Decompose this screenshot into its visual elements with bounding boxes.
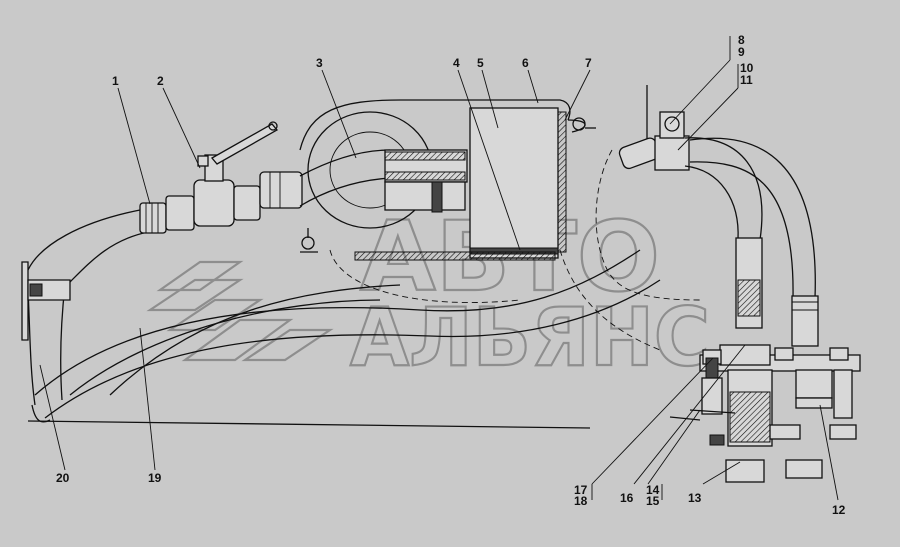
callout-9: 9 <box>738 45 745 59</box>
floor-line <box>27 420 591 429</box>
part-20-pipe <box>21 261 71 406</box>
callout-12: 12 <box>832 503 846 517</box>
leader-lines <box>39 36 839 501</box>
callout-15: 15 <box>646 494 660 508</box>
part-1-hose-coupling <box>27 202 167 283</box>
callout-5: 5 <box>477 56 484 70</box>
callout-13: 13 <box>688 491 702 505</box>
callout-16: 16 <box>620 491 634 505</box>
callout-6: 6 <box>522 56 529 70</box>
callout-14: 14 <box>646 483 660 497</box>
vertical-hoses <box>735 237 819 347</box>
part-8-11-clamp-assembly <box>618 85 816 299</box>
watermark-line2: АЛЬЯНС <box>350 291 710 384</box>
valve-outlet-hose <box>259 149 391 209</box>
tank-hook <box>300 228 318 253</box>
callout-20: 20 <box>56 471 70 485</box>
part-3-inner-hose <box>307 111 468 229</box>
callout-4: 4 <box>453 56 460 70</box>
callout-1: 1 <box>112 74 119 88</box>
watermark-logo: АВТО АЛЬЯНС <box>146 200 711 385</box>
watermark-emblem <box>146 260 334 362</box>
part-19-hose <box>31 249 661 423</box>
callout-3: 3 <box>316 56 323 70</box>
callout-7: 7 <box>585 56 592 70</box>
callout-2: 2 <box>157 74 164 88</box>
callout-11: 11 <box>740 73 753 87</box>
callout-19: 19 <box>148 471 162 485</box>
callout-8: 8 <box>738 33 745 47</box>
callout-10: 10 <box>740 61 754 75</box>
callout-labels: 1 2 3 4 5 6 7 8 9 10 11 12 13 14 15 16 1… <box>56 33 846 517</box>
callout-17: 17 <box>574 483 588 497</box>
callout-18: 18 <box>574 494 588 508</box>
part-2-ball-valve <box>165 121 278 231</box>
dashed-outline <box>329 149 701 351</box>
